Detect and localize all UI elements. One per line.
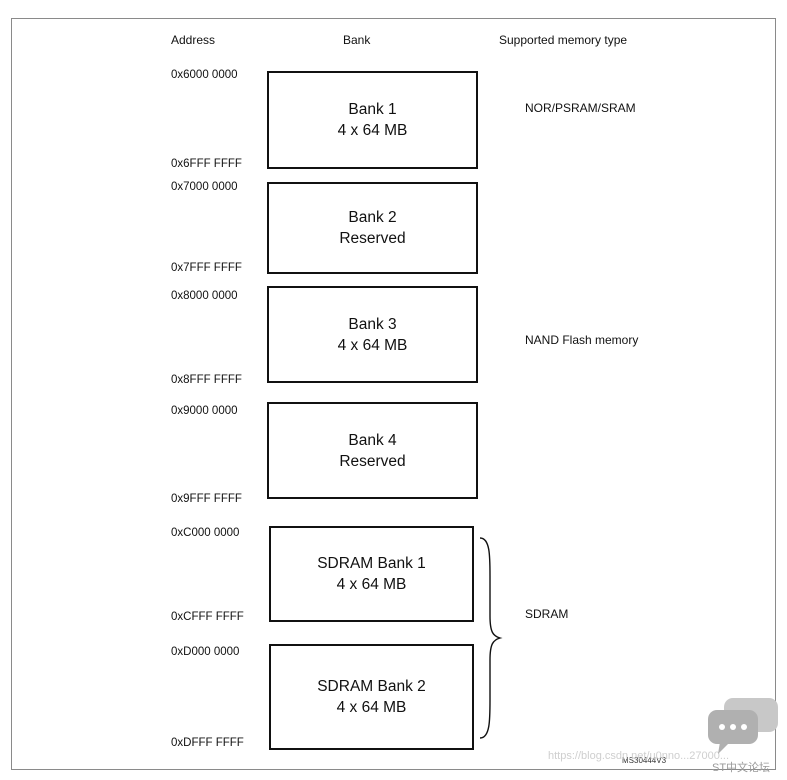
address-end: 0xCFFF FFFF [171,611,244,623]
bank-block: Bank 3 4 x 64 MB [267,286,478,383]
memory-type-nor: NOR/PSRAM/SRAM [525,101,636,115]
bank-size: 4 x 64 MB [336,576,407,593]
bank-size: Reserved [339,230,406,247]
header-bank: Bank [343,33,371,47]
watermark-site: ST中文论坛 [712,762,771,774]
bank-size: 4 x 64 MB [336,699,407,716]
bank-size: Reserved [339,452,406,470]
address-end: 0x9FFF FFFF [171,493,242,505]
address-start: 0x7000 0000 [171,181,238,193]
memory-type-sdram: SDRAM [525,607,569,621]
bank-block: Bank 1 4 x 64 MB [267,71,478,169]
bank-title: Bank 2 [348,209,397,226]
watermark-url: https://blog.csdn.net/u0nno...27000... [548,750,730,762]
header-memory-type: Supported memory type [499,33,628,47]
bank-block: SDRAM Bank 2 4 x 64 MB [269,644,474,750]
address-start: 0x9000 0000 [171,405,238,417]
address-start: 0xC000 0000 [171,527,240,539]
address-end: 0x8FFF FFFF [171,374,242,386]
bank-title: SDRAM Bank 1 [317,555,426,572]
address-start: 0x8000 0000 [171,290,238,302]
address-end: 0x7FFF FFFF [171,262,242,274]
bank-title: Bank 4 [348,431,397,449]
bank-size: 4 x 64 MB [337,122,408,139]
address-end: 0xDFFF FFFF [171,737,244,749]
figure-frame [11,18,776,770]
memory-type-nand: NAND Flash memory [525,333,639,347]
bank-block: Bank 2 Reserved [267,182,478,274]
bank-block: SDRAM Bank 1 4 x 64 MB [269,526,474,622]
address-start: 0x6000 0000 [171,69,238,81]
address-start: 0xD000 0000 [171,646,240,658]
bank-size: 4 x 64 MB [337,336,408,354]
curly-brace-icon [479,537,503,739]
figure-reference: MS30444V3 [622,756,667,765]
bank-title: Bank 1 [348,101,397,118]
bank-block: Bank 4 Reserved [267,402,478,499]
address-end: 0x6FFF FFFF [171,158,242,170]
header-address: Address [171,33,216,47]
bank-title: Bank 3 [348,315,397,333]
chat-bubble-icon [708,698,778,754]
bank-title: SDRAM Bank 2 [317,678,426,695]
